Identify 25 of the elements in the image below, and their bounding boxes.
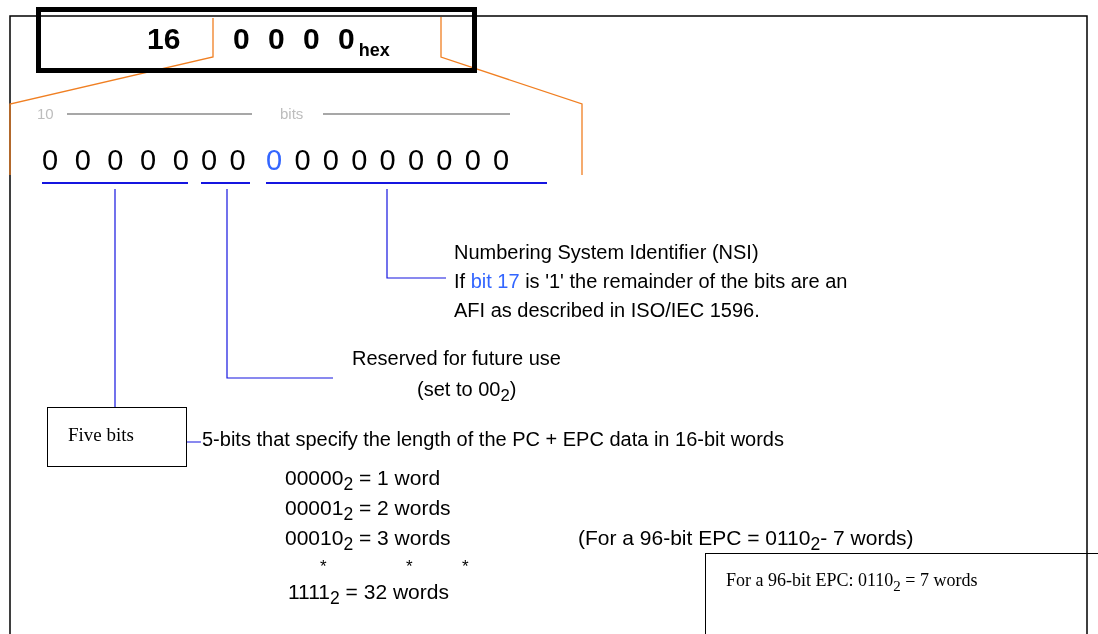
bit-count-label: 10 [37, 105, 54, 122]
leader-line [226, 188, 334, 379]
bit-field: 0 0 [201, 140, 250, 184]
paragraph-text: If bit 17 is '1' the remainder of the bits are an AFI as described in ISO/IEC 1596. [454, 269, 849, 323]
hex-digits: 0 0 0 0$_{hex}$ [233, 22, 390, 61]
note-text: (For a 96-bit EPC = 0110$_{2}$- 7 words) [578, 526, 914, 556]
note-box: For a 96-bit EPC: 0110$_{2}$ = 7 words [705, 553, 1098, 634]
bit-field: 0 0 0 0 0 0 0 0 0 [266, 140, 547, 184]
value-text: 00010$_{2}$ = 3 words [285, 526, 451, 556]
value-text: 00000$_{2}$ = 1 word [285, 466, 441, 496]
heading-text: Numbering System Identifier (NSI) [454, 240, 760, 265]
note-box: Five bits [47, 407, 187, 467]
description-text: Reserved for future use [352, 346, 561, 371]
ellipsis-mark: * [406, 557, 413, 577]
value-text: 1111$_{2}$ = 32 words [288, 580, 449, 610]
value-text: 00001$_{2}$ = 2 words [285, 496, 451, 526]
hex-digits: 16 [147, 22, 181, 56]
unit-label: bits [280, 105, 304, 122]
leader-line [386, 188, 447, 279]
bit-field: 0 0 0 0 0 [42, 140, 188, 184]
ellipsis-mark: * [320, 557, 327, 577]
hex-value-box [36, 7, 477, 73]
description-text: 5-bits that specify the length of the PC + EPC data in 16-bit words [202, 428, 784, 451]
ellipsis-mark: * [462, 557, 469, 577]
description-text: (set to 00$_{2}$) [416, 377, 518, 407]
